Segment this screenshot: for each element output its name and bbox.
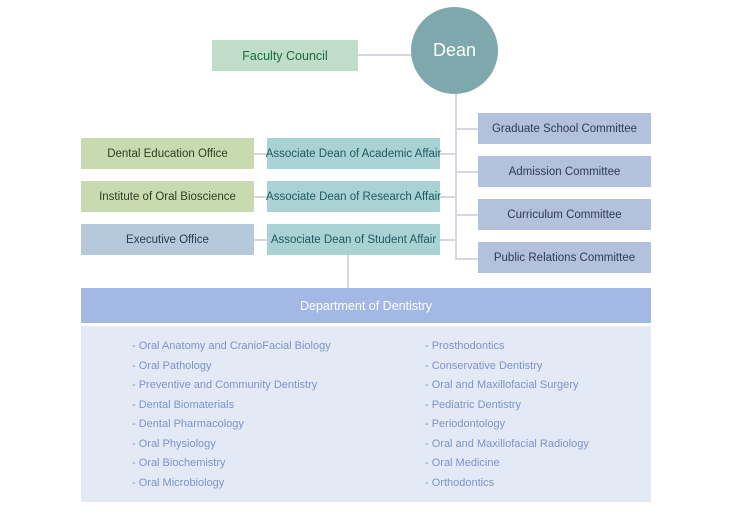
connector-committee-3 [455, 214, 479, 216]
department-item: - Oral Pathology [132, 359, 212, 372]
connector-associate-3 [439, 239, 456, 241]
connector-office-2 [253, 196, 268, 198]
department-item: - Dental Biomaterials [132, 398, 235, 411]
connector-student-department [347, 254, 349, 288]
associate-dean-academic: Associate Dean of Academic Affair [266, 138, 441, 169]
office-executive: Executive Office [81, 224, 254, 255]
department-item: - Oral Anatomy and CranioFacial Biology [132, 340, 331, 352]
committee-graduate-school: Graduate School Committee [478, 113, 651, 144]
connector-committee-4 [455, 258, 479, 260]
department-list-left: - Oral Anatomy and CranioFacial Biology … [132, 338, 331, 494]
department-item: - Periodontology [425, 418, 506, 430]
department-item: - Oral and Maxillofacial Radiology [425, 437, 589, 450]
dean-node: Dean [411, 7, 498, 94]
department-list-right: - Prosthodontics - Conservative Dentistr… [425, 338, 589, 494]
committee-curriculum: Curriculum Committee [478, 199, 651, 230]
faculty-council-box: Faculty Council [212, 40, 358, 71]
associate-dean-student: Associate Dean of Student Affair [267, 224, 440, 255]
department-item: - Oral and Maxillofacial Surgery [425, 379, 579, 391]
associate-dean-research: Associate Dean of Research Affair [266, 181, 441, 212]
connector-dean-trunk [455, 93, 457, 260]
connector-associate-2 [439, 196, 456, 198]
connector-committee-2 [455, 171, 479, 173]
connector-council-dean [358, 54, 413, 56]
department-item: - Orthodontics [425, 476, 495, 489]
department-body: - Oral Anatomy and CranioFacial Biology … [81, 326, 651, 502]
connector-committee-1 [455, 128, 479, 130]
connector-office-3 [253, 239, 268, 241]
department-item: - Conservative Dentistry [425, 359, 543, 372]
department-item: - Prosthodontics [425, 340, 505, 352]
department-item: - Pediatric Dentistry [425, 398, 521, 411]
department-item: - Oral Physiology [132, 437, 216, 450]
office-oral-bioscience: Institute of Oral Bioscience [81, 181, 254, 212]
committee-admission: Admission Committee [478, 156, 651, 187]
department-item: - Oral Biochemistry [132, 457, 226, 469]
department-item: - Oral Medicine [425, 457, 500, 469]
connector-office-1 [253, 153, 268, 155]
committee-public-relations: Public Relations Committee [478, 242, 651, 273]
department-item: - Dental Pharmacology [132, 418, 244, 430]
department-item: - Oral Microbiology [132, 476, 225, 489]
department-item: - Preventive and Community Dentistry [132, 379, 318, 391]
connector-associate-1 [439, 153, 456, 155]
department-title: Department of Dentistry [81, 288, 651, 323]
office-dental-education: Dental Education Office [81, 138, 254, 169]
